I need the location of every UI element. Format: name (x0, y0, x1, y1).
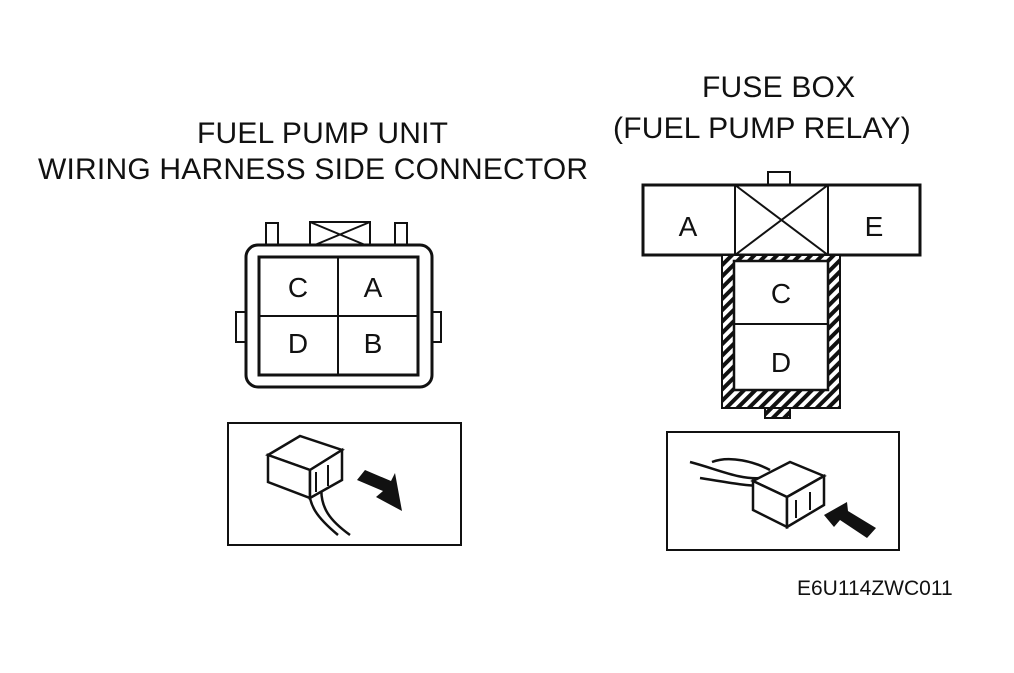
left-pin-a: A (364, 272, 383, 303)
relay-pin-e: E (865, 211, 884, 242)
right-view-inset (666, 431, 900, 551)
left-pin-d: D (288, 328, 308, 359)
right-inset-connector-icon (689, 457, 827, 530)
relay-blank-cavity (734, 184, 829, 256)
relay-pin-a: A (679, 211, 698, 242)
left-inset-frame (227, 422, 462, 546)
left-title-line2: WIRING HARNESS SIDE CONNECTOR (38, 153, 589, 186)
left-view-arrow-icon (357, 470, 402, 511)
relay-pin-d: D (771, 347, 791, 378)
left-view-inset (227, 422, 462, 546)
left-inset-connector-icon (265, 434, 351, 537)
left-pin-b: B (364, 328, 383, 359)
relay-bottom-key (764, 407, 791, 419)
left-pin-c: C (288, 272, 308, 303)
relay-pin-c: C (771, 278, 791, 309)
relay-lower-cavities (732, 259, 830, 392)
fuel-pump-connector (235, 221, 442, 389)
connector-latch (309, 221, 371, 248)
fuse-box-relay-socket (641, 171, 922, 419)
right-title-line2: (FUEL PUMP RELAY) (613, 112, 911, 145)
right-title-line1: FUSE BOX (702, 71, 856, 104)
figure-code: E6U114ZWC011 (797, 577, 953, 600)
left-title-line1: FUEL PUMP UNIT (197, 117, 449, 150)
right-view-arrow-icon (824, 502, 876, 538)
